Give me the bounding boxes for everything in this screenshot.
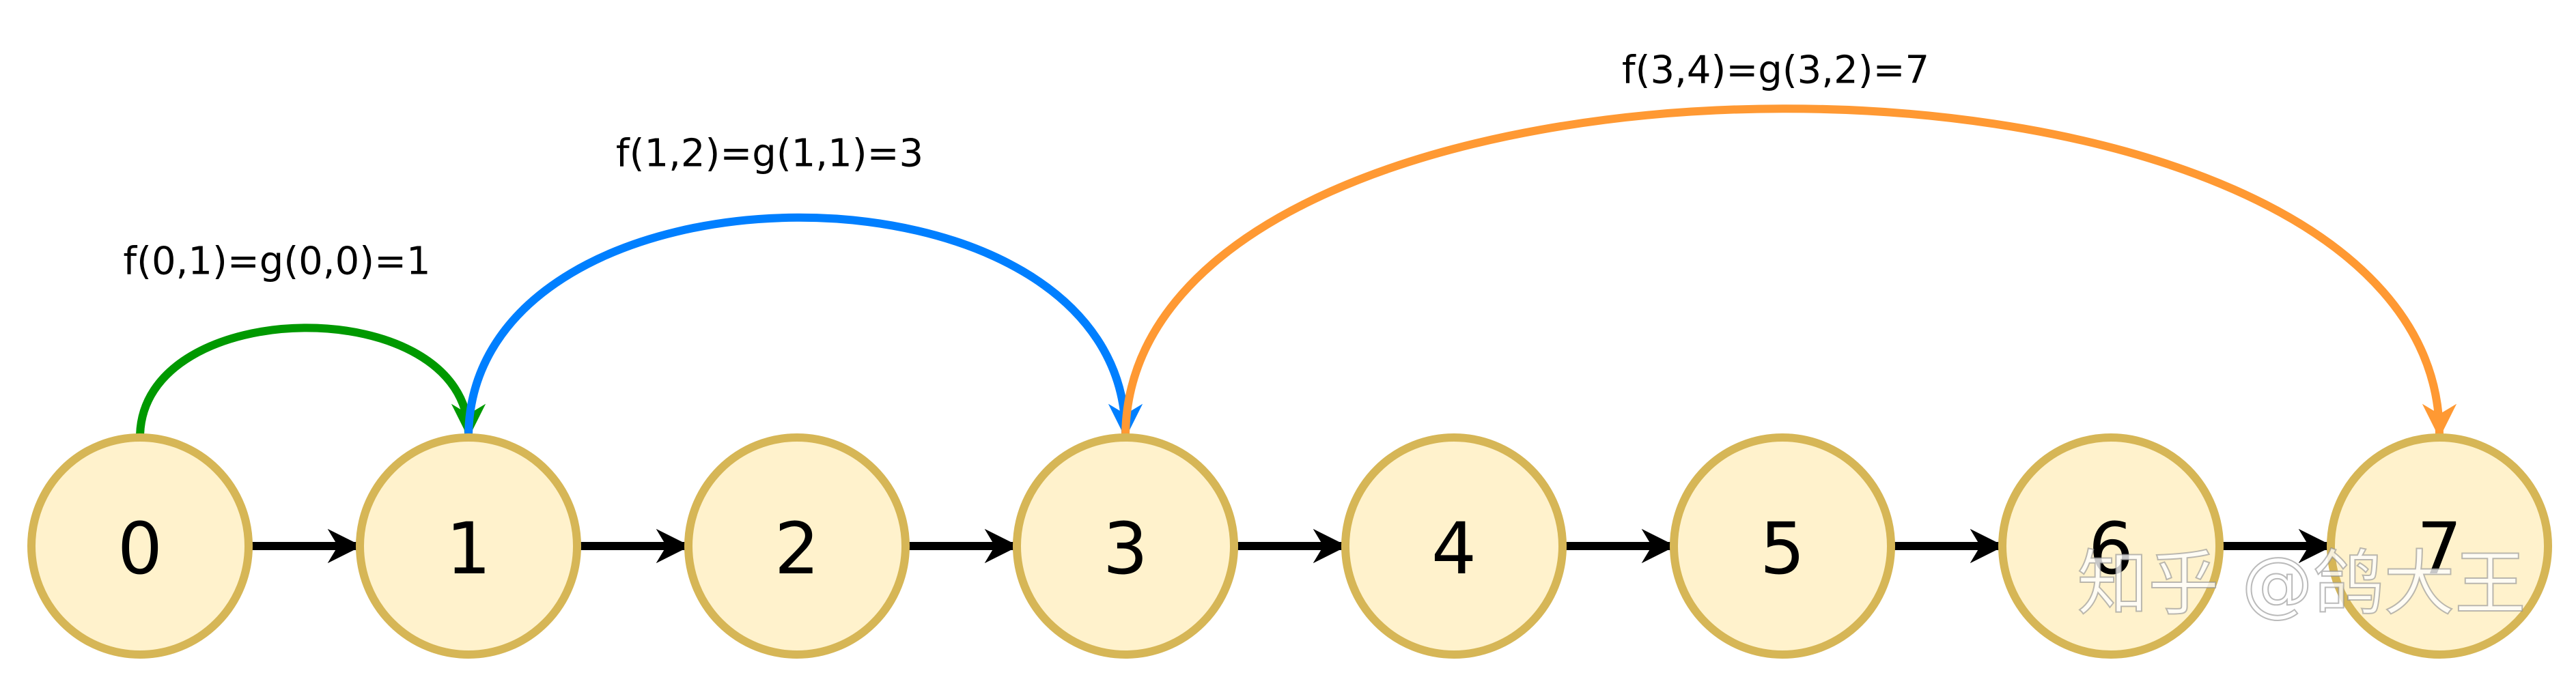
node-label-2: 2 [774, 507, 820, 590]
watermark-text: 知乎 @鸽大王 [2077, 542, 2525, 625]
arc-3-7 [1121, 104, 2457, 439]
node-circle-5 [1670, 433, 1895, 659]
node-circle-7 [2327, 433, 2552, 659]
arc-0-1 [136, 324, 486, 439]
node-5: 5 [1670, 433, 1895, 659]
node-1: 1 [356, 433, 581, 659]
arc-1-3 [464, 213, 1143, 439]
arc-label-1-3: f(1,2)=g(1,1)=3 [616, 132, 923, 176]
nodes-layer: 0 1 2 3 4 5 6 7 [27, 433, 2552, 659]
node-label-7: 7 [2417, 507, 2462, 590]
node-label-5: 5 [1760, 507, 1805, 590]
node-label-0: 0 [117, 507, 163, 590]
node-circle-2 [684, 433, 910, 659]
node-label-3: 3 [1103, 507, 1148, 590]
node-label-4: 4 [1431, 507, 1476, 590]
arc-label-3-7: f(3,4)=g(3,2)=7 [1622, 48, 1929, 93]
node-4: 4 [1341, 433, 1567, 659]
node-circle-4 [1341, 433, 1567, 659]
node-circle-0 [27, 433, 253, 659]
node-6: 6 [1998, 433, 2224, 659]
arcs-layer: f(0,1)=g(0,0)=1 f(1,2)=g(1,1)=3 f(3,4)=g(3… [123, 48, 2457, 439]
node-2: 2 [684, 433, 910, 659]
node-0: 0 [27, 433, 253, 659]
node-circle-3 [1013, 433, 1238, 659]
node-3: 3 [1013, 433, 1238, 659]
node-circle-6 [1998, 433, 2224, 659]
node-label-6: 6 [2088, 507, 2133, 590]
node-label-1: 1 [446, 507, 491, 590]
node-circle-1 [356, 433, 581, 659]
arc-label-0-1: f(0,1)=g(0,0)=1 [123, 240, 430, 284]
node-7: 7 [2327, 433, 2552, 659]
